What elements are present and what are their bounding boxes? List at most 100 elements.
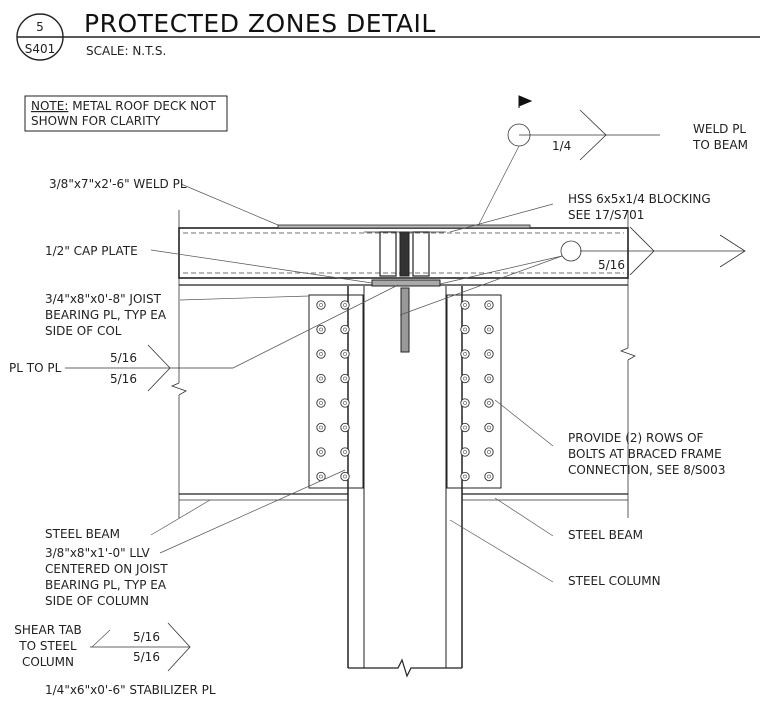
sheet-number: S401 [25, 42, 56, 56]
label-llv-3: BEARING PL, TYP EA [45, 578, 167, 592]
bolt-icon [484, 373, 494, 384]
label-llv-4: SIDE OF COLUMN [45, 594, 149, 608]
bolt-icon [460, 471, 470, 482]
bolt-center [487, 401, 491, 405]
label-steel-beam-left: STEEL BEAM [45, 527, 120, 541]
bolt-plate-left [308, 294, 364, 489]
bolt-icon [340, 447, 350, 457]
bolt-center [343, 303, 347, 307]
label-bolts-2: BOLTS AT BRACED FRAME [568, 447, 722, 461]
bolt-center [463, 474, 467, 479]
detail-number: 5 [36, 20, 44, 34]
bolt-center [319, 303, 323, 307]
weld-flag-icon [518, 95, 533, 108]
weld-size-pl-lower: 5/16 [110, 372, 137, 386]
bolt-group-right [460, 300, 494, 482]
weld-plate [277, 224, 531, 229]
weld-size-hss: 5/16 [598, 258, 625, 272]
note-line-1: NOTE: METAL ROOF DECK NOT [31, 99, 217, 113]
label-hss-1: HSS 6x5x1/4 BLOCKING [568, 192, 711, 206]
label-llv-1: 3/8"x8"x1'-0" LLV [45, 546, 150, 560]
note-box: NOTE: METAL ROOF DECK NOT SHOWN FOR CLAR… [24, 95, 228, 132]
label-bolts-1: PROVIDE (2) ROWS OF [568, 431, 704, 445]
bolt-center [487, 303, 491, 307]
label-joist-bearing-2: BEARING PL, TYP EA [45, 308, 167, 322]
weld-symbols: 1/4 WELD PL TO BEAM 5/16 5/16 5/16 5/16 … [65, 95, 748, 672]
bolt-icon [460, 447, 470, 457]
label-stabilizer: 1/4"x6"x0'-6" STABILIZER PL [45, 683, 216, 697]
label-cap-plate: 1/2" CAP PLATE [45, 244, 138, 258]
note-line-2: SHOWN FOR CLARITY [31, 114, 161, 128]
bolt-center [319, 450, 323, 454]
bolt-icon [340, 398, 350, 408]
bolt-center [487, 425, 491, 430]
hss-weld-all-around-icon [560, 240, 582, 262]
bolt-icon [460, 398, 470, 408]
bolt-icon [484, 300, 494, 310]
bolt-center [319, 352, 323, 356]
bolt-center [463, 303, 467, 307]
stabilizer-plate [400, 287, 410, 353]
label-joist-bearing-3: SIDE OF COL [45, 324, 122, 338]
label-weld-pl: 3/8"x7"x2'-6" WELD PL [49, 177, 187, 191]
note-text-1: METAL ROOF DECK NOT [68, 99, 216, 113]
label-shear-tab-2: TO STEEL [18, 639, 77, 653]
label-bolts-3: CONNECTION, SEE 8/S003 [568, 463, 725, 477]
structure [170, 210, 636, 678]
bolt-plate-right [446, 294, 502, 489]
bolt-icon [340, 300, 350, 310]
bolt-icon [316, 447, 326, 457]
bolt-icon [460, 324, 470, 335]
note-prefix: NOTE: [31, 99, 68, 113]
bolt-center [343, 425, 347, 430]
bolt-icon [484, 398, 494, 408]
bolt-icon [316, 324, 326, 335]
bolt-center [319, 401, 323, 405]
label-shear-tab-3: COLUMN [22, 655, 74, 669]
bolt-center [319, 425, 323, 430]
detail-title: PROTECTED ZONES DETAIL [84, 9, 436, 38]
cap-plate [371, 279, 441, 287]
bolt-icon [460, 422, 470, 433]
bolt-icon [484, 422, 494, 433]
bolt-center [463, 376, 467, 381]
bolt-center [487, 450, 491, 454]
bolt-icon [484, 447, 494, 457]
bolt-icon [340, 422, 350, 433]
bolt-icon [460, 373, 470, 384]
bolt-center [463, 352, 467, 356]
bolt-center [319, 474, 323, 479]
bolt-center [463, 327, 467, 332]
leaders [150, 183, 554, 583]
bolt-icon [340, 324, 350, 335]
bolt-icon [460, 300, 470, 310]
bolt-center [343, 401, 347, 405]
bolt-icon [316, 398, 326, 408]
bolt-icon [316, 422, 326, 433]
label-steel-column: STEEL COLUMN [568, 574, 661, 588]
bolt-icon [340, 373, 350, 384]
label-llv-2: CENTERED ON JOIST [45, 562, 168, 576]
label-steel-beam-right: STEEL BEAM [568, 528, 643, 542]
bolt-icon [484, 324, 494, 335]
bolt-center [487, 327, 491, 332]
detail-scale: SCALE: N.T.S. [86, 44, 166, 58]
bolt-center [319, 327, 323, 332]
bolt-center [487, 474, 491, 479]
label-hss-2: SEE 17/S701 [568, 208, 644, 222]
bolt-icon [340, 471, 350, 482]
note-border [24, 95, 228, 132]
label-shear-tab-1: SHEAR TAB [14, 623, 81, 637]
bolt-center [343, 352, 347, 356]
bolt-center [487, 376, 491, 381]
bolt-center [463, 401, 467, 405]
label-pl-to-pl: PL TO PL [9, 361, 62, 375]
title-block: 5 S401 PROTECTED ZONES DETAIL SCALE: N.T… [16, 9, 760, 61]
weld-size-top-right: 1/4 [552, 139, 571, 153]
bolt-center [343, 450, 347, 454]
label-weld-pl-to-beam-2: TO BEAM [692, 138, 748, 152]
bolt-icon [484, 349, 494, 359]
bolt-center [343, 327, 347, 332]
bolt-center [463, 450, 467, 454]
